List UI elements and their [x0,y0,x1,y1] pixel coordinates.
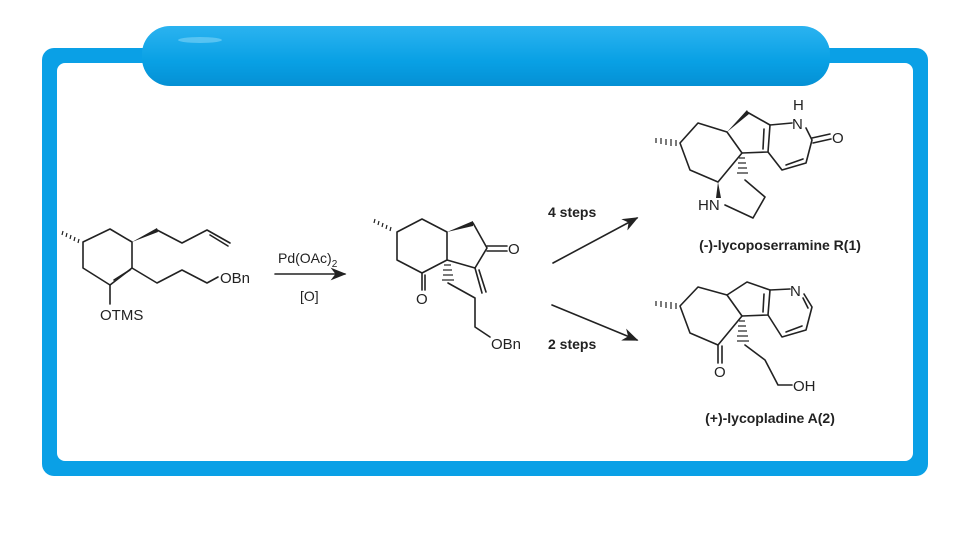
product2-structure: O N OH (+)-lycopladine A(2) [655,281,835,426]
product2-oh: OH [793,378,816,395]
oxidant-label: [O] [300,288,319,304]
reagent-label: Pd(OAc)2 [278,250,338,270]
product1-hn: HN [698,197,720,214]
product1-h: H [793,97,804,114]
lower-route-steps: 2 steps [548,336,596,352]
product2-name: (+)-lycopladine A(2) [705,410,835,426]
product1-o: O [832,130,844,147]
banner-highlight [178,37,222,43]
intermediate-structure: O O OBn [373,218,521,353]
reaction-arrow-1: Pd(OAc)2 [O] [274,250,347,304]
reactant-structure: OBn OTMS [61,228,250,324]
arrow-lower [551,304,639,341]
reactant-otms-label: OTMS [100,307,143,324]
product2-n: N [790,283,801,300]
intermediate-enone-o: O [508,241,520,258]
intermediate-obn-label: OBn [491,336,521,353]
reactant-obn-label: OBn [220,270,250,287]
upper-route-steps: 4 steps [548,204,596,220]
product2-o: O [714,364,726,381]
product1-n: N [792,116,803,133]
arrow-upper [552,217,639,264]
frame-inner [57,63,913,461]
intermediate-ketone-o: O [416,291,428,308]
product1-structure: N H O HN (-)-lycoposerramine R(1) [655,97,861,253]
product1-name: (-)-lycoposerramine R(1) [699,237,861,253]
title-banner [142,26,830,86]
